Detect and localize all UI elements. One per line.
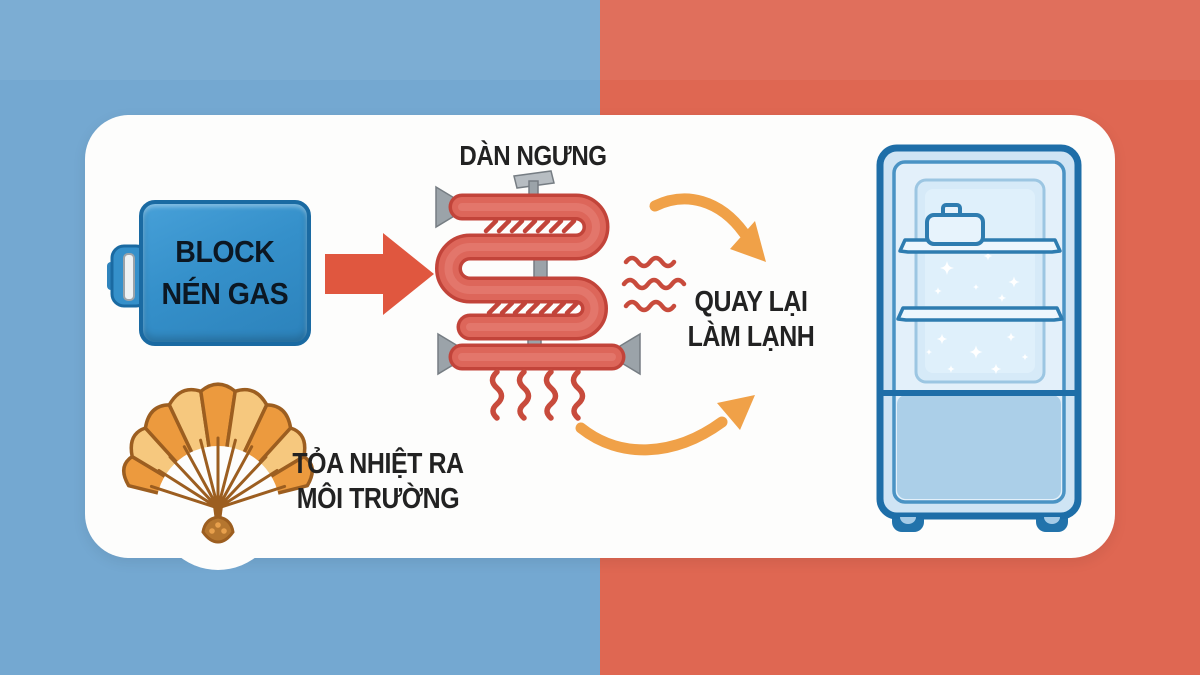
fan-ribs (149, 436, 287, 510)
condenser-coil-icon (435, 170, 687, 421)
compressor-block: BLOCK NÉN GAS (139, 200, 311, 346)
refrigerator-icon (876, 144, 1082, 532)
compressor-label-line2: NÉN GAS (161, 276, 289, 311)
return-cooling-label: QUAY LẠI LÀM LẠNH (687, 286, 815, 353)
flow-arrow-icon (325, 233, 434, 315)
compressor-label-line1: BLOCK (175, 234, 275, 269)
heat-waves-bottom-icon (489, 369, 586, 421)
fridge-lower-section (897, 395, 1061, 499)
curved-arrow-bottom-icon (575, 395, 755, 456)
fan-pendant (201, 515, 235, 544)
hand-fan-icon (122, 382, 314, 570)
background-top-light-band (0, 0, 1200, 80)
condenser-label: DÀN NGƯNG (459, 140, 607, 171)
heat-waves-right-icon (621, 255, 687, 313)
pot-icon (925, 203, 985, 246)
frost-sparkles (925, 251, 1029, 375)
coil-tube (435, 193, 626, 371)
heat-release-label: TỎA NHIỆT RA MÔI TRƯỜNG (292, 448, 464, 515)
curved-arrow-top-icon (649, 193, 766, 262)
coil-hatch-marks (483, 218, 580, 316)
